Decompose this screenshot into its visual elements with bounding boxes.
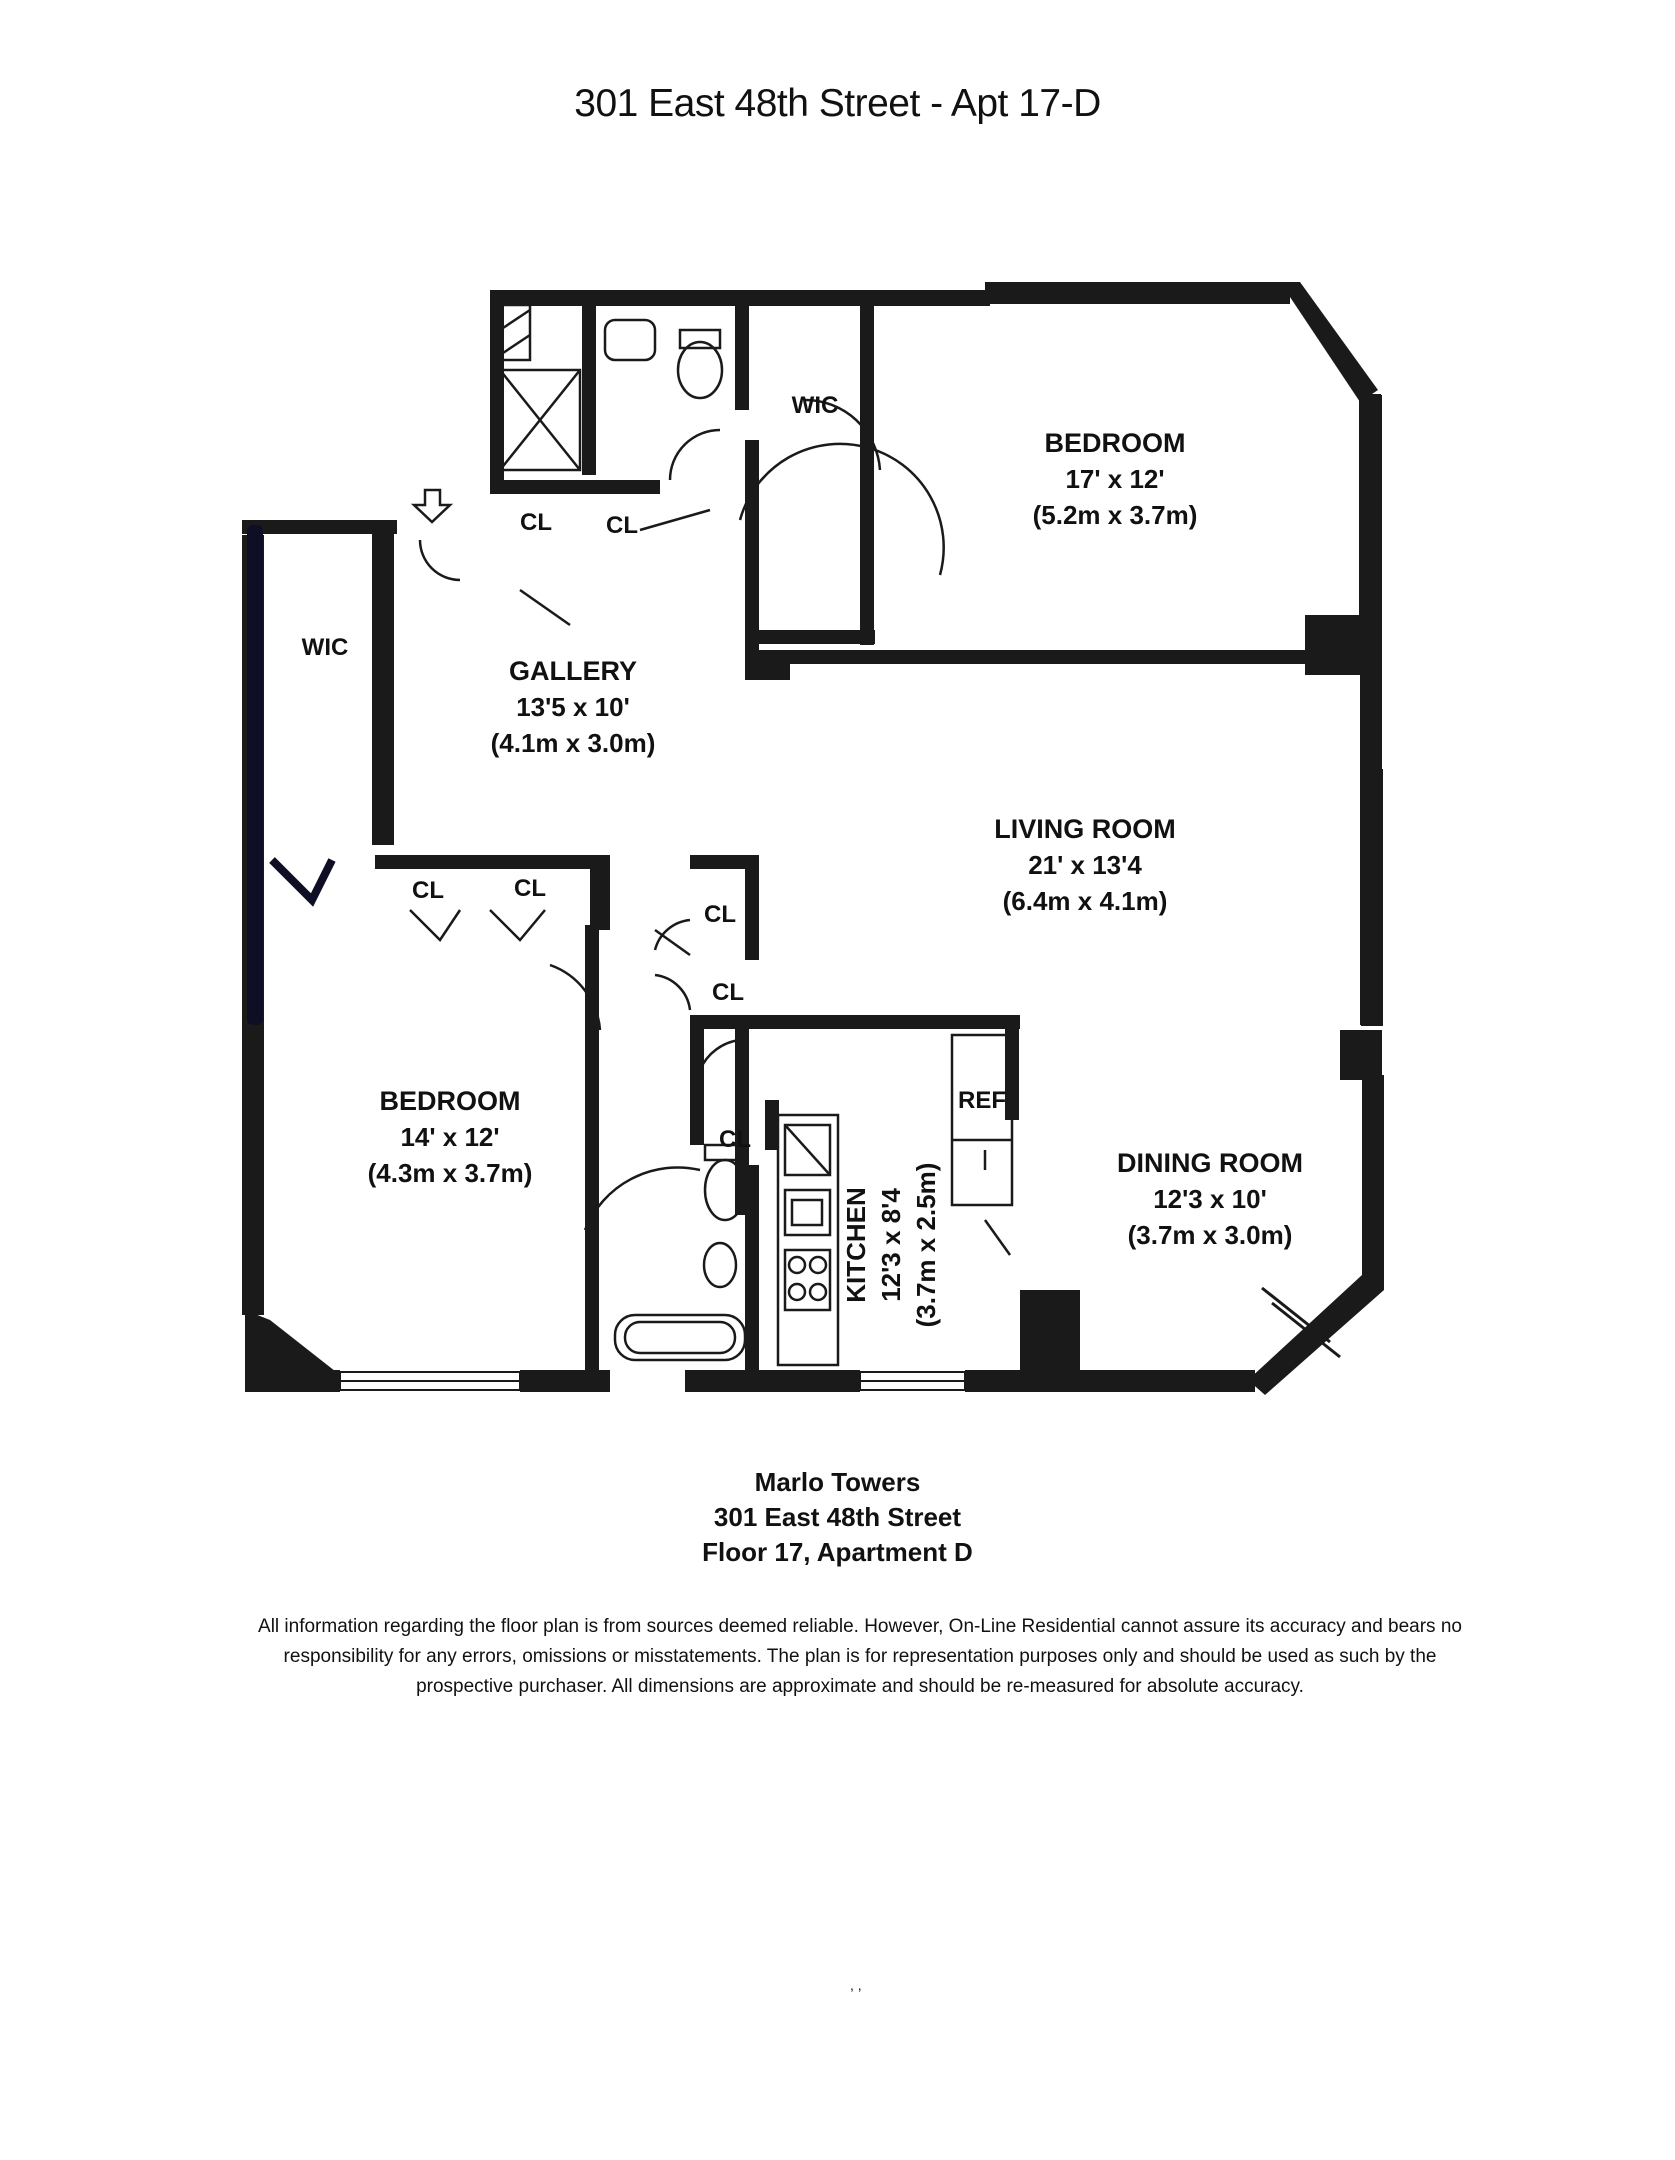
building-address: 301 East 48th Street xyxy=(713,1502,962,1532)
closet-label: CL xyxy=(704,901,736,928)
master-bedroom-dims: 17' x 12' xyxy=(1065,464,1164,494)
gallery-dims: 13'5 x 10' xyxy=(516,692,630,722)
page-title: 301 East 48th Street - Apt 17-D xyxy=(574,82,1101,125)
kitchen-name: KITCHEN xyxy=(841,1187,871,1303)
refrigerator-label: REF xyxy=(958,1087,1006,1114)
dining-room-dims: 12'3 x 10' xyxy=(1153,1184,1267,1214)
second-bedroom-dims: 14' x 12' xyxy=(400,1122,499,1152)
windows xyxy=(339,394,1383,1391)
kitchen-dims: 12'3 x 8'4 xyxy=(876,1188,906,1302)
closet-label: CL xyxy=(712,979,744,1006)
dining-room-name: DINING ROOM xyxy=(1117,1148,1303,1178)
disclaimer: All information regarding the floor plan… xyxy=(258,1616,1462,1697)
second-bedroom-name: BEDROOM xyxy=(380,1086,521,1116)
second-bedroom-metric: (4.3m x 3.7m) xyxy=(368,1158,533,1188)
gallery-metric: (4.1m x 3.0m) xyxy=(491,728,656,758)
closet-label: CL xyxy=(606,512,638,539)
dining-room-metric: (3.7m x 3.0m) xyxy=(1128,1220,1293,1250)
room-labels: BEDROOM 17' x 12' (5.2m x 3.7m) GALLERY … xyxy=(368,428,1303,1327)
closet-label: CL xyxy=(514,875,546,902)
master-bedroom-metric: (5.2m x 3.7m) xyxy=(1033,500,1198,530)
building-unit: Floor 17, Apartment D xyxy=(702,1537,973,1567)
living-room-dims: 21' x 13'4 xyxy=(1028,850,1142,880)
building-name: Marlo Towers xyxy=(754,1467,921,1497)
closet-label: CL xyxy=(412,877,444,904)
gallery-name: GALLERY xyxy=(509,656,637,686)
kitchen-metric: (3.7m x 2.5m) xyxy=(911,1163,941,1328)
small-labels: WIC WIC CL CL CL CL CL CL CL REF xyxy=(302,392,1006,1153)
wic-label-upper: WIC xyxy=(792,392,839,419)
building-info: Marlo Towers 301 East 48th Street Floor … xyxy=(0,1465,1675,1570)
wic-label-left: WIC xyxy=(302,634,349,661)
fixtures xyxy=(409,303,1014,1367)
living-room-name: LIVING ROOM xyxy=(994,814,1176,844)
master-bedroom-name: BEDROOM xyxy=(1045,428,1186,458)
stray-marks: , , xyxy=(850,1977,862,1993)
closet-label: CL xyxy=(719,1126,751,1153)
living-room-metric: (6.4m x 4.1m) xyxy=(1003,886,1168,916)
closet-label: CL xyxy=(520,509,552,536)
